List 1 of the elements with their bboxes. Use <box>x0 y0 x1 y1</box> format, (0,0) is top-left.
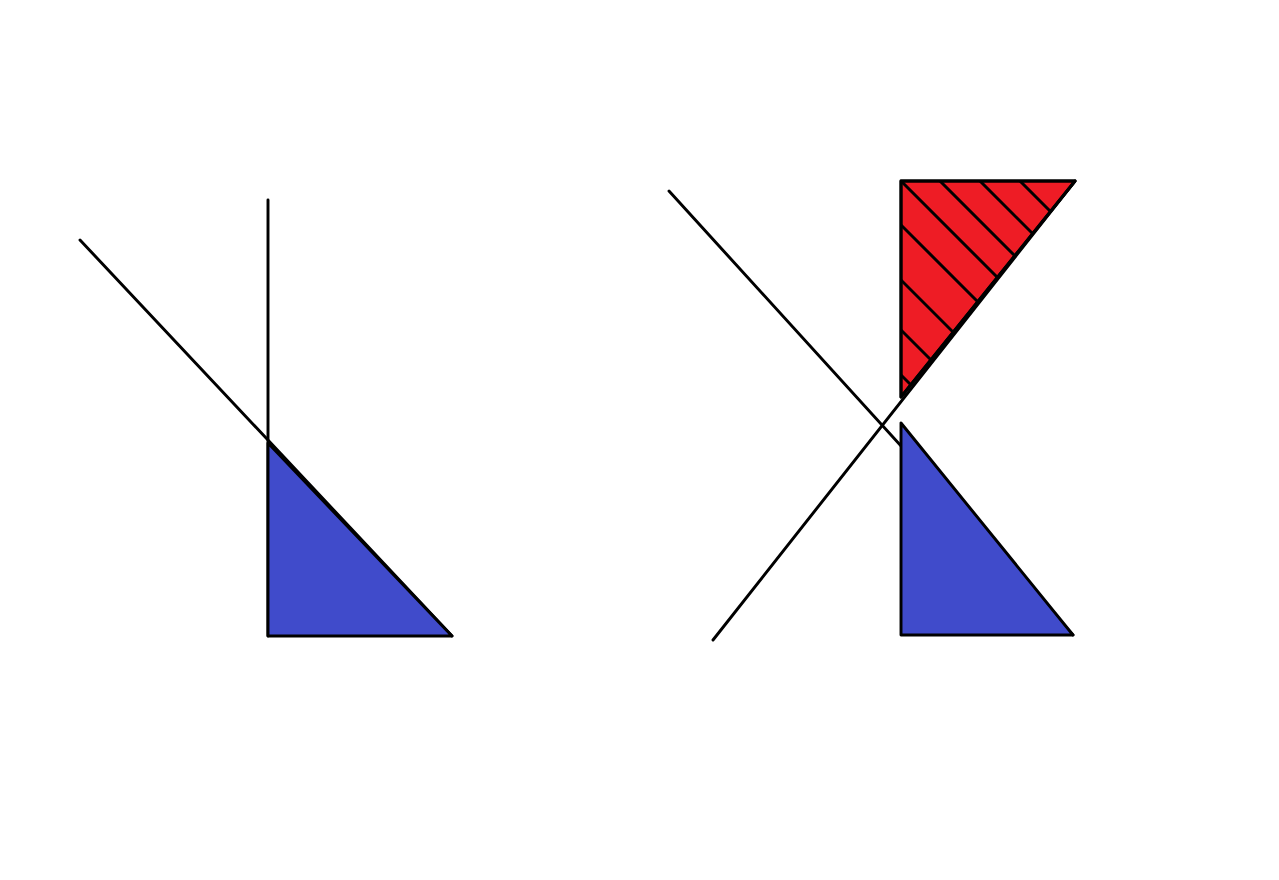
triangle <box>78 198 454 638</box>
